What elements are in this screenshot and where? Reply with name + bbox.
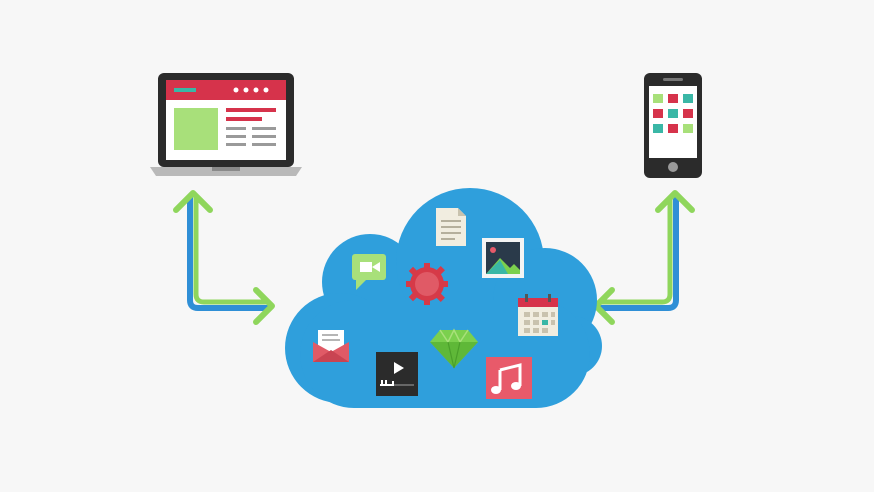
arrow-right-head-left [253,287,275,325]
phone-cloud-connector [593,190,695,325]
laptop-cloud-connector [173,190,275,325]
laptop-icon [150,73,302,176]
calendar-icon [518,294,558,336]
mail-icon [313,330,349,362]
video-player-icon [376,352,418,396]
arrow-up-head-right [655,190,695,213]
image-icon [482,238,524,278]
video-chat-icon [352,254,386,290]
smartphone-icon [644,73,702,178]
document-icon [436,208,466,246]
diamond-icon [430,328,478,369]
gear-icon [406,263,448,305]
arrow-up-head-left [173,190,213,213]
music-icon [486,357,532,399]
